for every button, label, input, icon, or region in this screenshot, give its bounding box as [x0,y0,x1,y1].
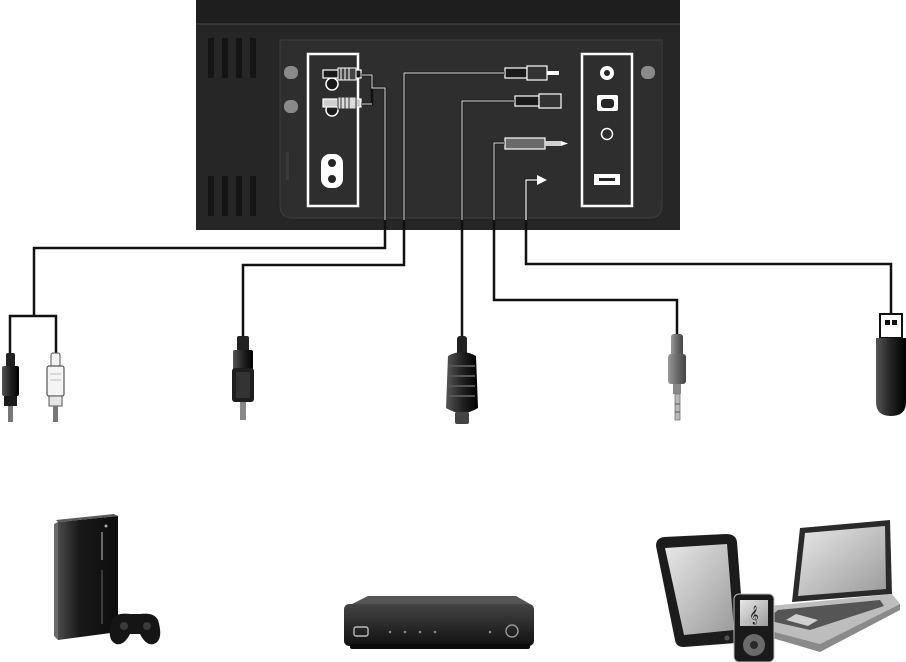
svg-text:𝄞: 𝄞 [749,605,758,625]
inserted-optical-plug [515,94,561,108]
toslink-plug-icon [446,336,478,424]
inserted-rca-plug-top [323,68,361,80]
rca-plug-black [2,353,19,422]
set-top-box-icon [344,596,534,649]
power-socket-icon [321,154,343,188]
tablet-icon [656,534,744,647]
game-controller-icon [110,614,161,645]
optical-port-icon [597,95,618,111]
soundbar-rear-panel [196,0,680,230]
tablet-laptop-music-player-icon: 𝄞 [656,520,900,662]
inserted-rca-plug-bottom [323,97,361,109]
rca-plugs-icon [2,353,64,422]
game-console-icon [54,514,160,644]
mini-jack-icon [600,66,614,80]
rca-plug-white [47,353,64,422]
usb-flash-drive-icon [876,314,906,416]
music-player-icon: 𝄞 [734,594,774,662]
rca-single-plug-icon [232,336,254,420]
trs-plug-icon [668,334,686,420]
usb-port-icon [594,174,620,185]
